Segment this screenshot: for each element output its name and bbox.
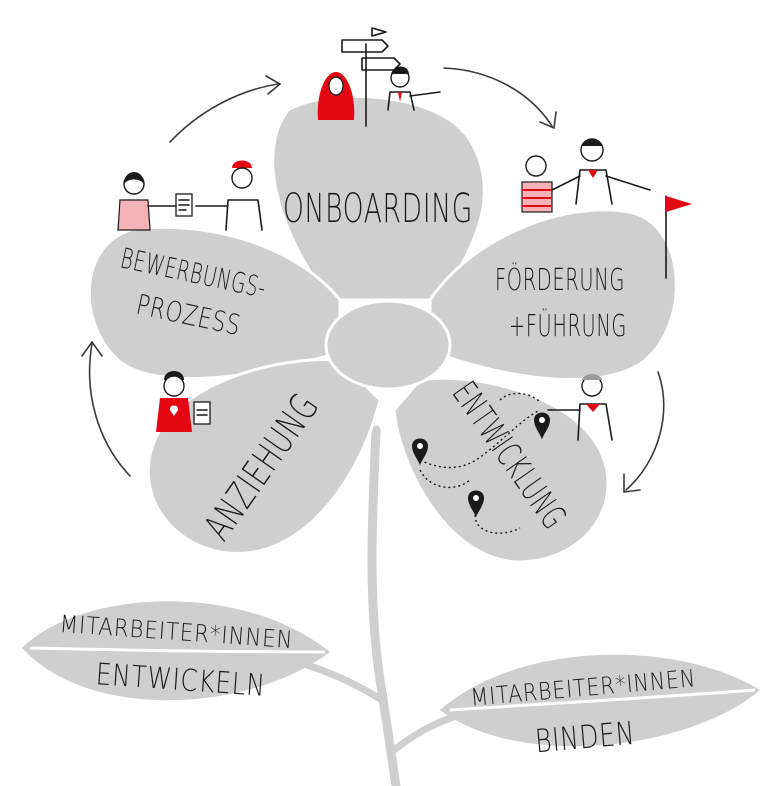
person-headscarf-icon: [317, 72, 355, 120]
label-foerderung-1: FÖRDERUNG: [495, 262, 625, 298]
document-icon: [175, 193, 193, 217]
person-checked-shirt-icon: [117, 172, 151, 231]
petal-onboarding: [271, 94, 486, 302]
clipboard-icon: [193, 401, 211, 425]
map-pin-icon: [468, 490, 484, 518]
person-striped-shirt-icon: [521, 155, 553, 213]
label-leaf-right-2: BINDEN: [534, 714, 637, 761]
petal-foerderung: [428, 208, 678, 381]
person-pointing-icon: [387, 66, 441, 111]
leaf-left: [22, 601, 330, 701]
goal-flag-icon: [665, 195, 692, 279]
person-glasses-icon: [147, 160, 263, 231]
leaf-right: [440, 654, 760, 747]
cycle-arrow-top-left: [169, 75, 282, 143]
person-leading-icon: [551, 138, 651, 205]
cycle-arrow-right: [623, 371, 665, 493]
signpost-icon: [341, 27, 401, 127]
label-onboarding: ONBOARDING: [283, 186, 473, 232]
map-pin-icon: [412, 438, 428, 466]
flower-center: [324, 299, 452, 391]
label-foerderung-2: +FÜHRUNG: [509, 308, 627, 344]
person-heart-icon: [156, 371, 192, 432]
cycle-arrow-left: [81, 340, 131, 477]
flower-stem: [367, 425, 401, 786]
map-pin-icon: [534, 412, 550, 440]
person-right-icon: [547, 374, 613, 441]
petal-entwicklung: [392, 376, 610, 564]
cycle-arrow-top-right: [443, 67, 557, 130]
